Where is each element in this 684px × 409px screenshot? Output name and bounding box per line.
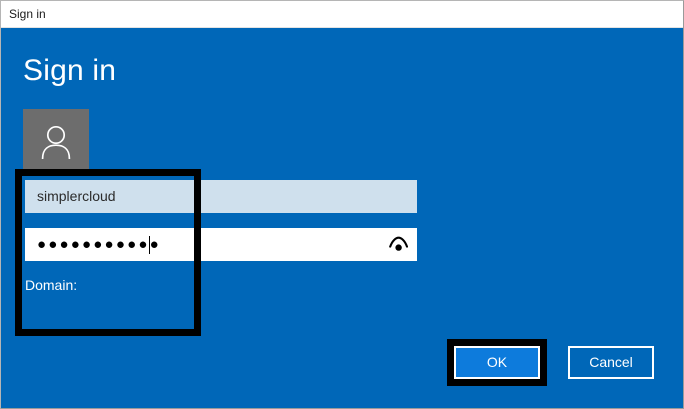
ok-button[interactable]: OK xyxy=(454,346,540,379)
dialog-content-panel: Sign in simplercloud ●●●●●●●●●●● xyxy=(1,28,683,408)
window-title: Sign in xyxy=(9,7,46,21)
password-input[interactable]: ●●●●●●●●●●● xyxy=(25,228,417,261)
cancel-button[interactable]: Cancel xyxy=(568,346,654,379)
window-titlebar: Sign in xyxy=(1,1,683,28)
username-value: simplercloud xyxy=(37,188,116,204)
password-masked-value: ●●●●●●●●●●● xyxy=(37,236,161,253)
username-input[interactable]: simplercloud xyxy=(25,180,417,213)
avatar xyxy=(23,109,89,175)
page-title: Sign in xyxy=(23,54,117,87)
domain-label: Domain: xyxy=(25,277,78,293)
eye-reveal-password-icon[interactable] xyxy=(389,236,409,253)
text-caret xyxy=(149,236,150,254)
